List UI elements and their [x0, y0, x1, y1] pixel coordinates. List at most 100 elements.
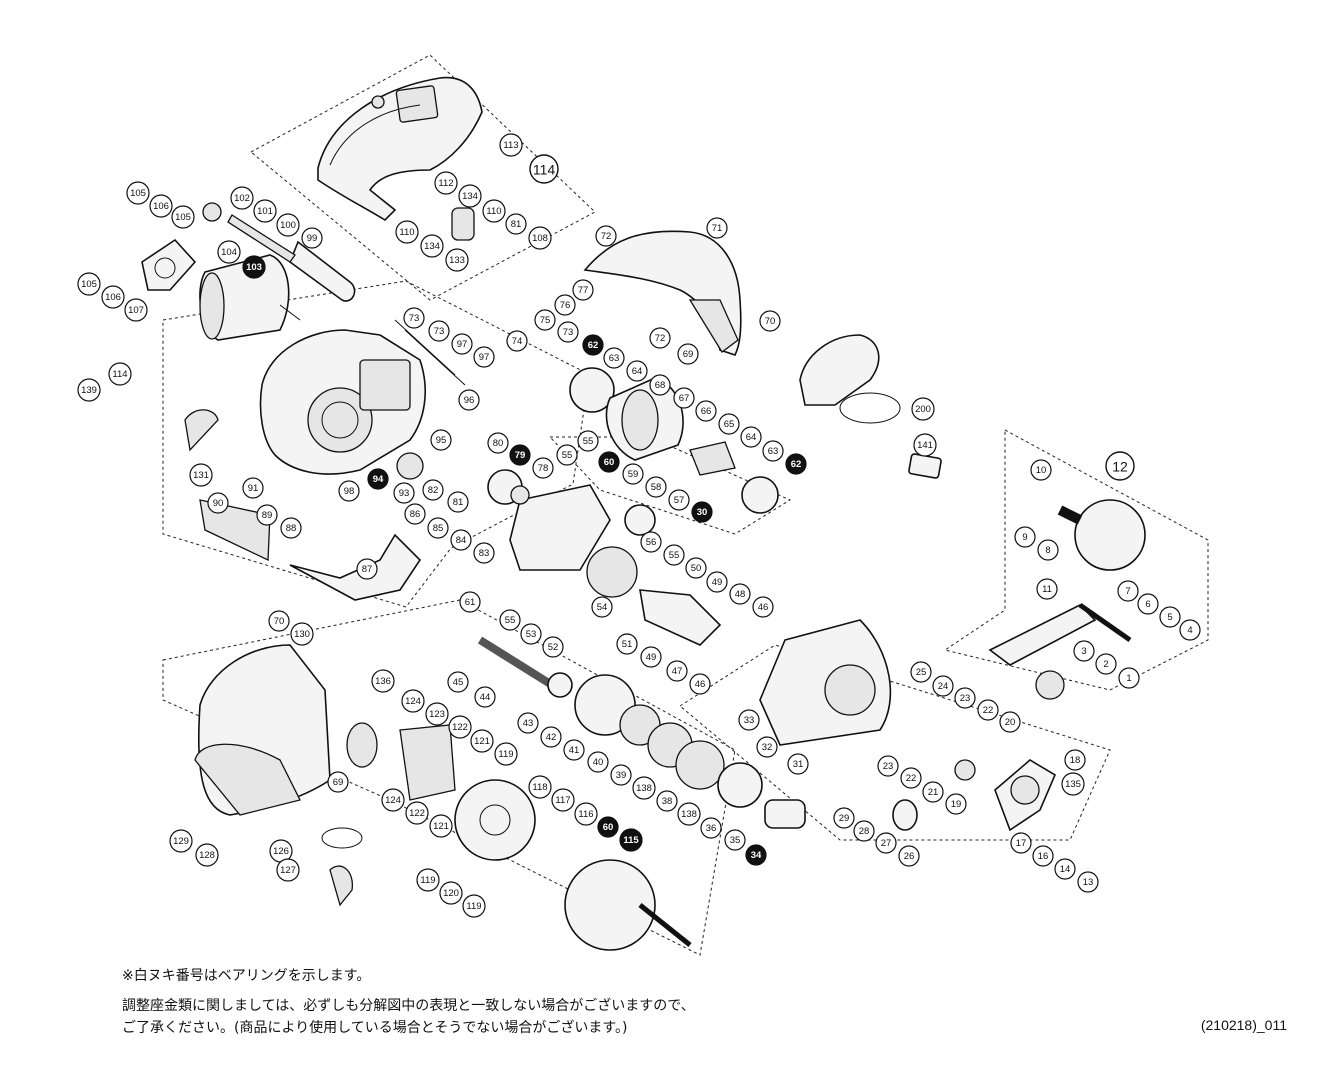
svg-text:29: 29 — [839, 813, 850, 824]
part-label-56: 56 — [640, 531, 662, 553]
display-cover-part — [317, 76, 483, 241]
svg-text:28: 28 — [859, 826, 870, 837]
svg-text:32: 32 — [762, 742, 773, 753]
part-label-76: 76 — [554, 294, 576, 316]
svg-text:97: 97 — [457, 339, 468, 350]
svg-text:123: 123 — [429, 709, 445, 720]
svg-text:127: 127 — [280, 865, 296, 876]
svg-text:141: 141 — [917, 440, 933, 451]
part-label-73: 73 — [403, 307, 425, 329]
part-label-70: 70 — [268, 610, 290, 632]
part-label-86: 86 — [404, 503, 426, 525]
svg-text:56: 56 — [646, 537, 657, 548]
part-label-73: 73 — [557, 321, 579, 343]
part-label-200: 200 — [911, 397, 935, 421]
part-label-80: 80 — [487, 432, 509, 454]
svg-text:63: 63 — [609, 353, 620, 364]
part-label-122: 122 — [405, 801, 429, 825]
part-label-81: 81 — [505, 213, 527, 235]
part-label-119: 119 — [494, 742, 518, 766]
svg-text:34: 34 — [751, 850, 762, 861]
part-label-19: 19 — [945, 793, 967, 815]
svg-text:108: 108 — [532, 233, 548, 244]
svg-text:64: 64 — [632, 366, 643, 377]
part-label-60: 60 — [598, 451, 620, 473]
part-label-138: 138 — [632, 776, 656, 800]
part-label-69: 69 — [677, 343, 699, 365]
part-label-55: 55 — [556, 444, 578, 466]
svg-text:101: 101 — [257, 206, 273, 217]
svg-text:96: 96 — [464, 395, 475, 406]
part-label-133: 133 — [445, 248, 469, 272]
svg-text:106: 106 — [153, 201, 169, 212]
part-label-64: 64 — [626, 360, 648, 382]
part-label-55: 55 — [663, 544, 685, 566]
svg-text:50: 50 — [691, 563, 702, 574]
part-label-84: 84 — [450, 529, 472, 551]
svg-text:46: 46 — [758, 602, 769, 613]
part-label-102: 102 — [230, 186, 254, 210]
part-label-105: 105 — [77, 272, 101, 296]
part-label-104: 104 — [217, 240, 241, 264]
part-label-107: 107 — [124, 298, 148, 322]
gear-train-part — [487, 367, 779, 646]
part-label-113: 113 — [499, 133, 523, 157]
svg-text:73: 73 — [434, 326, 445, 337]
part-label-59: 59 — [622, 463, 644, 485]
svg-text:64: 64 — [746, 432, 757, 443]
svg-text:81: 81 — [511, 219, 522, 230]
svg-text:13: 13 — [1083, 877, 1094, 888]
part-label-97: 97 — [473, 346, 495, 368]
svg-text:10: 10 — [1036, 465, 1047, 476]
part-callouts: 1131141121341108110811013413310510610510… — [77, 133, 1201, 918]
svg-text:78: 78 — [538, 463, 549, 474]
svg-text:81: 81 — [453, 497, 464, 508]
part-label-45: 45 — [447, 671, 469, 693]
part-label-94: 94 — [367, 468, 389, 490]
svg-text:88: 88 — [286, 523, 297, 534]
svg-text:82: 82 — [428, 485, 439, 496]
part-label-12: 12 — [1105, 451, 1135, 481]
svg-text:116: 116 — [578, 809, 593, 820]
svg-text:62: 62 — [791, 459, 802, 470]
svg-text:99: 99 — [307, 233, 318, 244]
svg-text:124: 124 — [405, 696, 421, 707]
svg-text:102: 102 — [234, 193, 250, 204]
svg-text:1: 1 — [1126, 673, 1131, 684]
svg-text:16: 16 — [1038, 851, 1049, 862]
svg-text:133: 133 — [449, 255, 465, 266]
part-label-16: 16 — [1032, 845, 1054, 867]
part-label-7: 7 — [1117, 580, 1139, 602]
part-label-121: 121 — [429, 814, 453, 838]
part-label-57: 57 — [668, 489, 690, 511]
part-label-90: 90 — [207, 492, 229, 514]
svg-text:60: 60 — [604, 457, 615, 468]
svg-text:66: 66 — [701, 406, 712, 417]
svg-text:5: 5 — [1167, 612, 1172, 623]
svg-text:3: 3 — [1081, 646, 1086, 657]
svg-text:61: 61 — [465, 597, 476, 608]
part-label-46: 46 — [752, 596, 774, 618]
svg-text:6: 6 — [1145, 599, 1150, 610]
svg-text:129: 129 — [173, 836, 189, 847]
part-label-121: 121 — [470, 729, 494, 753]
part-label-75: 75 — [534, 309, 556, 331]
part-label-131: 131 — [189, 463, 213, 487]
left-cover-part — [194, 644, 692, 951]
part-label-2: 2 — [1095, 653, 1117, 675]
svg-text:68: 68 — [655, 380, 666, 391]
part-label-119: 119 — [462, 894, 486, 918]
part-label-87: 87 — [356, 558, 378, 580]
part-label-124: 124 — [401, 689, 425, 713]
part-label-8: 8 — [1037, 539, 1059, 561]
diagram-code: (210218)_011 — [1200, 1017, 1287, 1033]
side-cover-part — [583, 230, 742, 356]
part-label-73: 73 — [428, 320, 450, 342]
svg-text:114: 114 — [112, 369, 127, 380]
svg-text:57: 57 — [674, 495, 685, 506]
part-label-71: 71 — [706, 217, 728, 239]
part-label-103: 103 — [242, 255, 266, 279]
svg-text:105: 105 — [175, 212, 191, 223]
svg-text:83: 83 — [479, 548, 490, 559]
svg-text:138: 138 — [636, 783, 652, 794]
